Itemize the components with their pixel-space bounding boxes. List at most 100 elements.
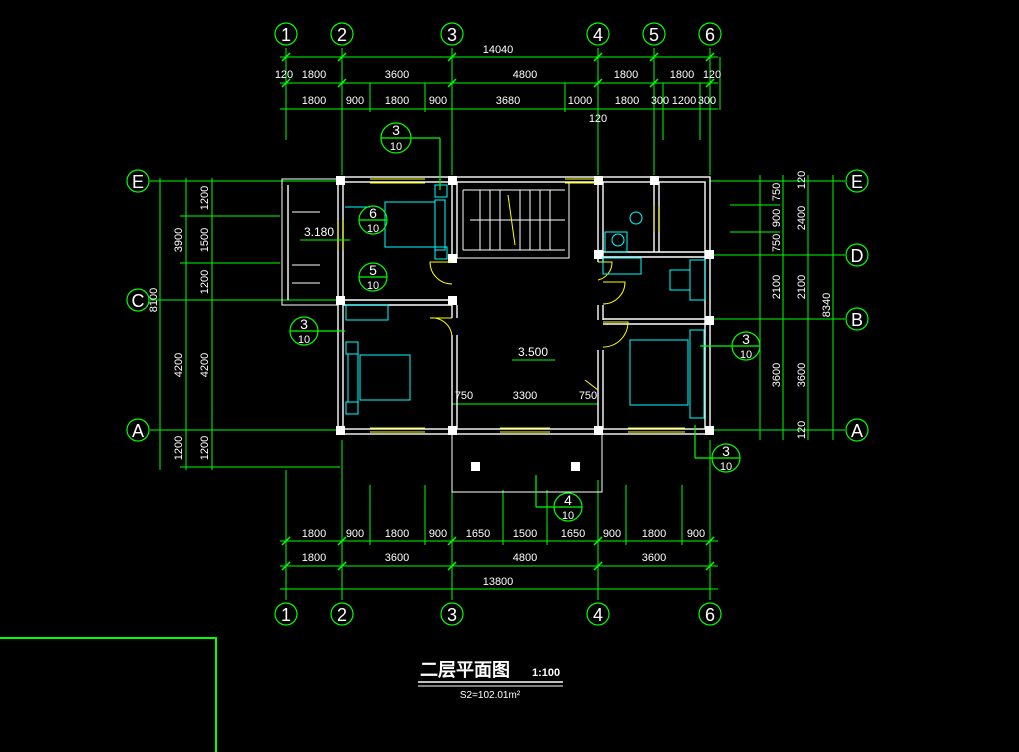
svg-text:3: 3 xyxy=(742,331,750,347)
grid-bubble-right-B: B xyxy=(845,307,869,331)
svg-text:C: C xyxy=(132,291,145,311)
grid-bubble-left-A: A xyxy=(126,418,150,442)
grid-bubble-bottom-6: 6 xyxy=(698,602,722,626)
grid-bubbles: 1 2 3 4 5 6 1 2 3 4 6 E C A E D B A xyxy=(126,22,869,626)
drawing-title: 二层平面图 1:100 S2=102.01m² xyxy=(418,660,563,701)
detail-marker-4: 3 10 xyxy=(289,316,345,346)
dim-bot-r1-6: 1650 xyxy=(561,528,585,540)
detail-markers: 3 10 6 10 5 10 3 10 3 10 3 10 4 10 xyxy=(289,122,761,522)
svg-text:3: 3 xyxy=(392,122,400,138)
svg-text:5: 5 xyxy=(369,262,377,278)
dim-left-inner-4: 1200 xyxy=(199,436,211,460)
detail-marker-6: 3 10 xyxy=(694,425,741,473)
dim-right-inner-1: 900 xyxy=(771,209,783,227)
dim-bot-r1-7: 900 xyxy=(603,528,621,540)
level-3180: 3.180 xyxy=(304,225,334,239)
dim-bot-r1-0: 1800 xyxy=(302,528,326,540)
sink-icon xyxy=(611,233,625,247)
grid-bubble-top-1: 1 xyxy=(274,22,298,46)
grid-bubble-top-5: 5 xyxy=(642,22,666,46)
dim-top-r2-1: 900 xyxy=(346,95,364,107)
dim-bot-r1-8: 1800 xyxy=(642,528,666,540)
grid-bubble-bottom-4: 4 xyxy=(586,602,610,626)
columns xyxy=(336,176,714,471)
dim-interior-1: 3300 xyxy=(513,390,537,402)
dim-top-r2-6: 1800 xyxy=(615,95,639,107)
dim-right-outer-0: 120 xyxy=(796,171,808,189)
dim-left-inner-0: 1200 xyxy=(199,186,211,210)
detail-marker-3: 5 10 xyxy=(358,262,388,292)
grid-bubble-top-3: 3 xyxy=(440,22,464,46)
dim-bot-r2-0: 1800 xyxy=(302,552,326,564)
dim-bot-r1-4: 1650 xyxy=(466,528,490,540)
grid-bubble-bottom-1: 1 xyxy=(274,602,298,626)
title-block-frame xyxy=(0,637,217,752)
dim-bot-r1-1: 900 xyxy=(346,528,364,540)
svg-text:10: 10 xyxy=(720,461,732,473)
svg-text:6: 6 xyxy=(705,605,715,625)
svg-text:3: 3 xyxy=(722,443,730,459)
grid-bubble-top-2: 2 xyxy=(330,22,354,46)
dim-top-total: 14040 xyxy=(483,44,514,56)
title-area: S2=102.01m² xyxy=(460,690,521,701)
dim-top-r2-3: 900 xyxy=(429,95,447,107)
dim-interior-0: 750 xyxy=(455,390,473,402)
svg-text:10: 10 xyxy=(562,510,574,522)
detail-marker-7: 4 10 xyxy=(535,475,583,522)
dim-top-r1-5: 1800 xyxy=(670,69,694,81)
dim-top-r1-1: 1800 xyxy=(302,69,326,81)
dim-bot-r2-3: 3600 xyxy=(642,552,666,564)
title-scale: 1:100 xyxy=(532,667,560,679)
detail-marker-1: 3 10 xyxy=(380,122,441,190)
detail-marker-5: 3 10 xyxy=(700,331,761,361)
dim-left-outer-3: 1200 xyxy=(173,436,185,460)
grid-bubble-right-E: E xyxy=(845,169,869,193)
dim-right-total: 8340 xyxy=(821,293,833,317)
svg-text:E: E xyxy=(132,172,144,192)
svg-text:B: B xyxy=(851,310,863,330)
dim-right-inner-4: 3600 xyxy=(771,363,783,387)
dim-left-inner-3: 4200 xyxy=(199,353,211,377)
grid-bubble-top-4: 4 xyxy=(586,22,610,46)
svg-text:6: 6 xyxy=(369,205,377,221)
svg-text:10: 10 xyxy=(367,223,379,235)
dim-bot-r1-3: 900 xyxy=(429,528,447,540)
dim-left-outer-2: 4200 xyxy=(173,353,185,377)
windows xyxy=(337,178,685,433)
dim-right-outer-2: 2100 xyxy=(796,275,808,299)
dim-interior-2: 750 xyxy=(579,390,597,402)
grid-bubble-left-C: C xyxy=(126,288,150,312)
grid-bubble-top-6: 6 xyxy=(698,22,722,46)
dim-top-r1-3: 4800 xyxy=(513,69,537,81)
svg-text:E: E xyxy=(851,172,863,192)
stairs xyxy=(462,189,565,251)
dim-right-inner-0: 750 xyxy=(771,183,783,201)
desk-icon xyxy=(689,259,706,301)
svg-text:A: A xyxy=(132,421,144,441)
dim-left-inner-2: 1200 xyxy=(199,270,211,294)
dim-right-inner-3: 2100 xyxy=(771,275,783,299)
fixtures xyxy=(345,184,706,419)
grid-bubble-left-E: E xyxy=(126,169,150,193)
svg-text:3: 3 xyxy=(447,605,457,625)
dim-top-r2-0: 1800 xyxy=(302,95,326,107)
svg-text:10: 10 xyxy=(367,280,379,292)
dim-top-r2-9: 300 xyxy=(698,95,716,107)
level-marks: 3.180 3.500 xyxy=(300,225,555,361)
svg-text:10: 10 xyxy=(740,349,752,361)
dim-top-r2-4: 3680 xyxy=(496,95,520,107)
svg-text:2: 2 xyxy=(337,25,347,45)
dim-top-r2-5: 1000 xyxy=(568,95,592,107)
svg-text:5: 5 xyxy=(649,25,659,45)
dim-bot-r2-1: 3600 xyxy=(385,552,409,564)
dim-right-inner-2: 750 xyxy=(771,234,783,252)
walls xyxy=(281,176,711,493)
balcony-arrows xyxy=(292,211,320,284)
dimension-lines xyxy=(150,48,845,600)
bed-3-icon xyxy=(629,339,689,406)
svg-text:1: 1 xyxy=(281,605,291,625)
svg-text:4: 4 xyxy=(593,25,603,45)
svg-text:10: 10 xyxy=(298,334,310,346)
grid-bubble-bottom-3: 3 xyxy=(440,602,464,626)
